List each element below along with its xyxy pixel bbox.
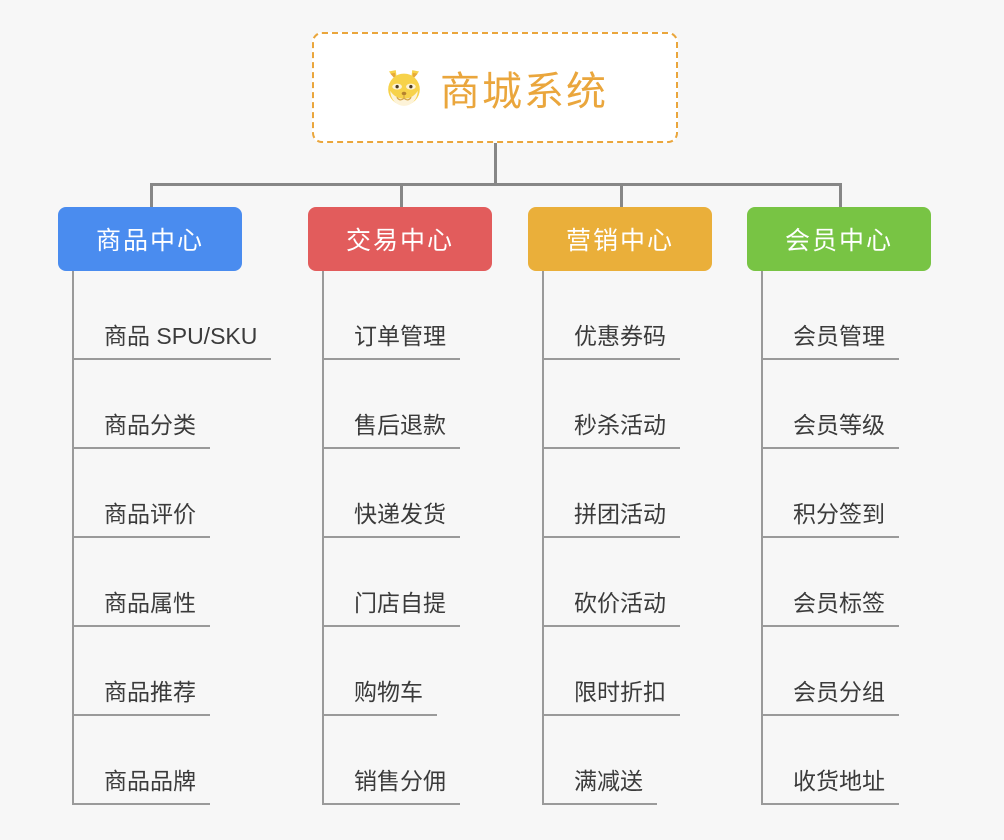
root-title: 商城系统 bbox=[440, 69, 608, 114]
category-label: 会员中心 bbox=[784, 227, 893, 255]
leaf-label: 商品评价 bbox=[74, 495, 210, 538]
connector-bar bbox=[150, 183, 842, 186]
connector-drop-1 bbox=[150, 183, 153, 207]
category-label: 营销中心 bbox=[565, 227, 674, 255]
leaf-item[interactable]: 积分签到 bbox=[761, 449, 931, 538]
leaf-item[interactable]: 门店自提 bbox=[322, 538, 492, 627]
leaf-label: 限时折扣 bbox=[544, 673, 680, 716]
connector-drop-3 bbox=[620, 183, 623, 207]
leaf-label: 秒杀活动 bbox=[544, 406, 680, 449]
leaf-item[interactable]: 快递发货 bbox=[322, 449, 492, 538]
branch-spine bbox=[322, 271, 324, 805]
leaf-item[interactable]: 售后退款 bbox=[322, 360, 492, 449]
leaf-item[interactable]: 订单管理 bbox=[322, 271, 492, 360]
connector-stem bbox=[494, 143, 497, 185]
leaf-label: 门店自提 bbox=[324, 584, 460, 627]
branch-marketing-center: 营销中心 优惠券码 秒杀活动 拼团活动 砍价活动 限时折扣 满减送 bbox=[528, 207, 712, 805]
leaf-item[interactable]: 销售分佣 bbox=[322, 716, 492, 805]
leaf-item[interactable]: 收货地址 bbox=[761, 716, 931, 805]
category-label: 商品中心 bbox=[95, 227, 204, 255]
leaf-label: 拼团活动 bbox=[544, 495, 680, 538]
leaf-label: 商品品牌 bbox=[74, 762, 210, 805]
branch-spine bbox=[761, 271, 763, 805]
leaf-list-member-center: 会员管理 会员等级 积分签到 会员标签 会员分组 收货地址 bbox=[761, 271, 931, 805]
root-node[interactable]: 商城系统 bbox=[312, 32, 678, 143]
leaf-item[interactable]: 购物车 bbox=[322, 627, 492, 716]
leaf-item[interactable]: 会员管理 bbox=[761, 271, 931, 360]
branch-trade-center: 交易中心 订单管理 售后退款 快递发货 门店自提 购物车 销售分佣 bbox=[308, 207, 492, 805]
leaf-label: 会员分组 bbox=[763, 673, 899, 716]
leaf-label: 会员管理 bbox=[763, 317, 899, 360]
category-header-product-center[interactable]: 商品中心 bbox=[58, 207, 242, 271]
leaf-item[interactable]: 限时折扣 bbox=[542, 627, 712, 716]
category-label: 交易中心 bbox=[345, 227, 454, 255]
leaf-item[interactable]: 商品分类 bbox=[72, 360, 271, 449]
leaf-item[interactable]: 秒杀活动 bbox=[542, 360, 712, 449]
branch-spine bbox=[542, 271, 544, 805]
leaf-label: 订单管理 bbox=[324, 317, 460, 360]
leaf-label: 商品推荐 bbox=[74, 673, 210, 716]
leaf-list-product-center: 商品 SPU/SKU 商品分类 商品评价 商品属性 商品推荐 商品品牌 bbox=[72, 271, 272, 805]
leaf-label: 商品 SPU/SKU bbox=[74, 317, 272, 360]
category-header-marketing-center[interactable]: 营销中心 bbox=[528, 207, 712, 271]
category-header-member-center[interactable]: 会员中心 bbox=[747, 207, 931, 271]
leaf-item[interactable]: 商品推荐 bbox=[72, 627, 271, 716]
leaf-item[interactable]: 会员分组 bbox=[761, 627, 931, 716]
leaf-item[interactable]: 商品属性 bbox=[72, 538, 271, 627]
leaf-label: 售后退款 bbox=[324, 406, 460, 449]
leaf-item[interactable]: 会员标签 bbox=[761, 538, 931, 627]
leaf-label: 商品属性 bbox=[74, 584, 210, 627]
branch-product-center: 商品中心 商品 SPU/SKU 商品分类 商品评价 商品属性 商品推荐 商品品牌 bbox=[58, 207, 272, 805]
leaf-label: 会员等级 bbox=[763, 406, 899, 449]
leaf-item[interactable]: 砍价活动 bbox=[542, 538, 712, 627]
leaf-label: 快递发货 bbox=[324, 495, 460, 538]
leaf-list-trade-center: 订单管理 售后退款 快递发货 门店自提 购物车 销售分佣 bbox=[322, 271, 492, 805]
leaf-label: 优惠券码 bbox=[544, 317, 680, 360]
shiba-dog-face-icon bbox=[382, 66, 426, 110]
leaf-item[interactable]: 拼团活动 bbox=[542, 449, 712, 538]
leaf-label: 购物车 bbox=[324, 673, 437, 716]
leaf-item[interactable]: 会员等级 bbox=[761, 360, 931, 449]
leaf-item[interactable]: 商品品牌 bbox=[72, 716, 271, 805]
leaf-item[interactable]: 优惠券码 bbox=[542, 271, 712, 360]
branch-member-center: 会员中心 会员管理 会员等级 积分签到 会员标签 会员分组 收货地址 bbox=[747, 207, 931, 805]
leaf-label: 商品分类 bbox=[74, 406, 210, 449]
category-header-trade-center[interactable]: 交易中心 bbox=[308, 207, 492, 271]
leaf-list-marketing-center: 优惠券码 秒杀活动 拼团活动 砍价活动 限时折扣 满减送 bbox=[542, 271, 712, 805]
leaf-label: 收货地址 bbox=[763, 762, 899, 805]
branch-spine bbox=[72, 271, 74, 805]
connector-drop-2 bbox=[400, 183, 403, 207]
connector-drop-4 bbox=[839, 183, 842, 207]
leaf-label: 会员标签 bbox=[763, 584, 899, 627]
leaf-item[interactable]: 满减送 bbox=[542, 716, 712, 805]
leaf-label: 满减送 bbox=[544, 762, 657, 805]
leaf-item[interactable]: 商品 SPU/SKU bbox=[72, 271, 272, 360]
leaf-item[interactable]: 商品评价 bbox=[72, 449, 271, 538]
leaf-label: 销售分佣 bbox=[324, 762, 460, 805]
leaf-label: 砍价活动 bbox=[544, 584, 680, 627]
leaf-label: 积分签到 bbox=[763, 495, 899, 538]
